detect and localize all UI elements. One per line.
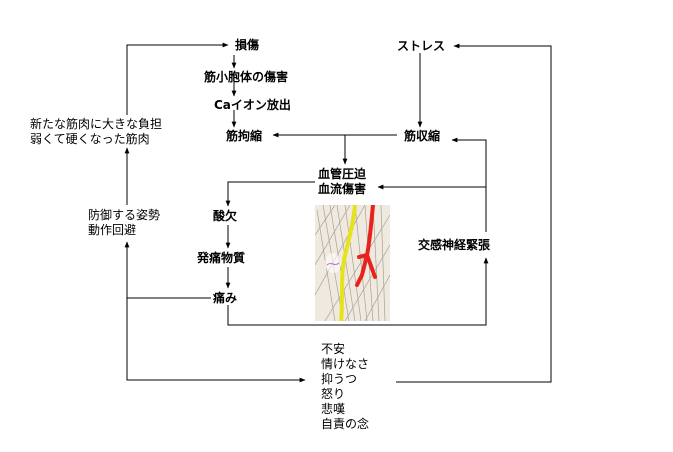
node-sympathetic-tension: 交感神経緊張 xyxy=(418,238,491,252)
arrow-vessel-to-oxygen xyxy=(225,181,315,207)
burden-line-2: 弱くて硬くなった筋肉 xyxy=(30,132,150,146)
arrow-posture-to-emotions xyxy=(126,242,306,383)
node-vessel-compression: 血管圧迫 xyxy=(318,167,367,181)
arrow-sympathetic-to-contraction xyxy=(451,137,487,232)
muscle-illustration xyxy=(315,205,390,321)
emotion-item: 情けなさ xyxy=(321,357,370,371)
emotion-item: 不安 xyxy=(321,342,346,356)
node-contracture: 筋拘縮 xyxy=(226,129,263,143)
node-injury: 損傷 xyxy=(235,38,260,52)
node-muscle-contraction: 筋収縮 xyxy=(404,129,441,143)
posture-text: 防御する姿勢 動作回避 xyxy=(88,208,160,238)
node-pain: 痛み xyxy=(213,291,238,305)
posture-line-1: 防御する姿勢 xyxy=(88,208,161,222)
node-blood-flow-impairment: 血流傷害 xyxy=(318,182,367,196)
burden-line-1: 新たな筋肉に大きな負担 xyxy=(30,117,163,131)
node-pain-substances: 発痛物質 xyxy=(197,251,246,265)
emotion-item: 怒り xyxy=(321,387,346,401)
emotion-item: 自責の念 xyxy=(321,417,370,431)
burden-text: 新たな筋肉に大きな負担 弱くて硬くなった筋肉 xyxy=(30,117,162,147)
emotion-item: 悲嘆 xyxy=(321,402,346,416)
node-stress: ストレス xyxy=(397,39,446,53)
node-sarcomere-injury: 筋小胞体の傷害 xyxy=(204,70,289,84)
muscle-fiber-image xyxy=(315,205,390,321)
arrow-burden-to-injury xyxy=(126,42,229,115)
node-ca-release: Caイオン放出 xyxy=(214,98,291,112)
node-oxygen-deficit: 酸欠 xyxy=(213,209,238,223)
emotions-list: 不安 情けなさ 抑うつ 怒り 悲嘆 自責の念 xyxy=(321,342,369,432)
arrow-emotions-to-stress xyxy=(396,43,552,383)
posture-line-2: 動作回避 xyxy=(88,223,137,237)
emotion-item: 抑うつ xyxy=(321,372,358,386)
arrow-pain-to-sympathetic xyxy=(227,257,489,326)
